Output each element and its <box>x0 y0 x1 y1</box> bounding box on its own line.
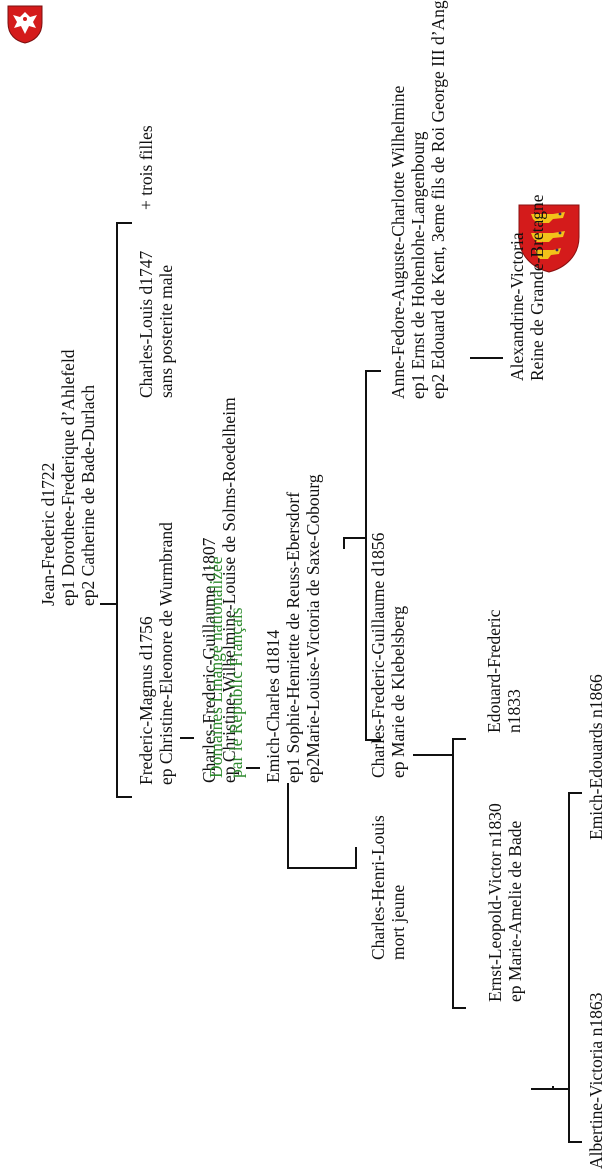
connector <box>180 737 194 739</box>
spouse-line: ep1 Ernst de Hohenlohe-Langenbourg <box>408 131 428 399</box>
person-name: Frederic-Magnus d1756 <box>136 616 156 785</box>
person-name: Albertine-Victoria n1863 <box>586 992 606 1169</box>
person-note: n1833 <box>504 689 524 733</box>
person-name: Emich-Edouards n1866 <box>586 674 606 840</box>
nationalization-note: Domaines Linange nationalizée par le Rep… <box>206 556 246 778</box>
node-charles-henri-louis: Charles-Henri-Louis mort jeune <box>368 815 408 960</box>
node-ernst-leopold: Ernst-Leopold-Victor n1830 ep Marie-Amel… <box>485 803 525 1002</box>
connector <box>413 754 452 756</box>
spouse-line: ep2 Edouard de Kent, 3eme fils de Roi Ge… <box>428 0 448 399</box>
connector <box>343 537 365 539</box>
connector <box>116 222 132 224</box>
spouse-line: ep Marie-Amelie de Bade <box>505 820 525 1002</box>
spouse-line: ep2Marie-Louise-Victoria de Saxe-Cobourg <box>303 474 323 783</box>
spouse-line: ep1 Dorothee-Frederique d’Ahlefeld <box>58 349 78 606</box>
connector <box>100 603 116 605</box>
node-frederic-magnus: Frederic-Magnus d1756 ep Christine-Eleon… <box>136 522 176 785</box>
connector <box>452 738 466 740</box>
node-albertine-victoria: Albertine-Victoria n1863 <box>586 993 606 1169</box>
person-name: Anne-Fedore-Auguste-Charlotte Wilhelmine <box>388 85 408 399</box>
connector <box>365 371 367 741</box>
person-name: Alexandrine-Victoria <box>507 232 527 381</box>
connector <box>568 1141 582 1143</box>
node-jean-frederic: Jean-Frederic d1722 ep1 Dorothee-Frederi… <box>38 349 98 606</box>
connector <box>116 223 118 798</box>
connector <box>552 1088 568 1090</box>
connector <box>568 793 570 1143</box>
connector <box>343 539 345 549</box>
note-line: Domaines Linange nationalizée <box>206 556 226 778</box>
node-trois-filles: + trois filles <box>136 125 156 210</box>
royal-arms-england-shield-icon <box>518 204 580 273</box>
connector <box>452 739 454 1009</box>
person-note: mort jeune <box>388 884 408 960</box>
person-name: Jean-Frederic d1722 <box>38 462 58 606</box>
person-note: + trois filles <box>136 125 156 210</box>
note-line: par le Republic Français <box>226 607 246 778</box>
node-edouard-frederic: Edouard-Frederic n1833 <box>484 610 524 733</box>
person-name: Edouard-Frederic <box>484 609 504 733</box>
connector <box>531 1088 552 1090</box>
node-anne-fedore: Anne-Fedore-Auguste-Charlotte Wilhelmine… <box>388 0 448 399</box>
leiningen-eagle-shield-icon <box>7 5 43 44</box>
person-name: Charles-Louis d1747 <box>136 250 156 398</box>
spouse-line: ep Marie de Klebelsberg <box>388 605 408 778</box>
node-emich-charles: Emich-Charles d1814 ep1 Sophie-Henriette… <box>263 474 323 783</box>
spouse-line: ep2 Catherine de Bade-Durlach <box>78 384 98 606</box>
connector <box>365 370 381 372</box>
connector <box>287 867 355 869</box>
person-name: Charles-Frederic-Guillaume d1856 <box>368 532 388 778</box>
connector <box>568 792 582 794</box>
connector <box>246 767 260 769</box>
spouse-line: ep1 Sophie-Henriette de Reuss-Ebersdorf <box>283 491 303 783</box>
node-emich-edouards: Emich-Edouards n1866 <box>586 674 606 840</box>
node-charles-louis: Charles-Louis d1747 sans posterite male <box>136 251 176 398</box>
person-note: sans posterite male <box>156 264 176 398</box>
person-name: Charles-Henri-Louis <box>368 815 388 960</box>
spouse-line: ep Christine-Eleonore de Wurmbrand <box>156 522 176 785</box>
person-name: Emich-Charles d1814 <box>263 629 283 783</box>
connector <box>287 783 289 869</box>
connector <box>355 847 357 869</box>
connector <box>452 1007 466 1009</box>
person-name: Ernst-Leopold-Victor n1830 <box>485 803 505 1002</box>
person-title: Reine de Grande-Bretagne <box>527 194 547 381</box>
connector <box>116 796 132 798</box>
node-charles-frederic-guillaume-1856: Charles-Frederic-Guillaume d1856 ep Mari… <box>368 533 408 778</box>
connector <box>470 357 503 359</box>
node-alexandrine-victoria: Alexandrine-Victoria Reine de Grande-Bre… <box>507 194 547 381</box>
